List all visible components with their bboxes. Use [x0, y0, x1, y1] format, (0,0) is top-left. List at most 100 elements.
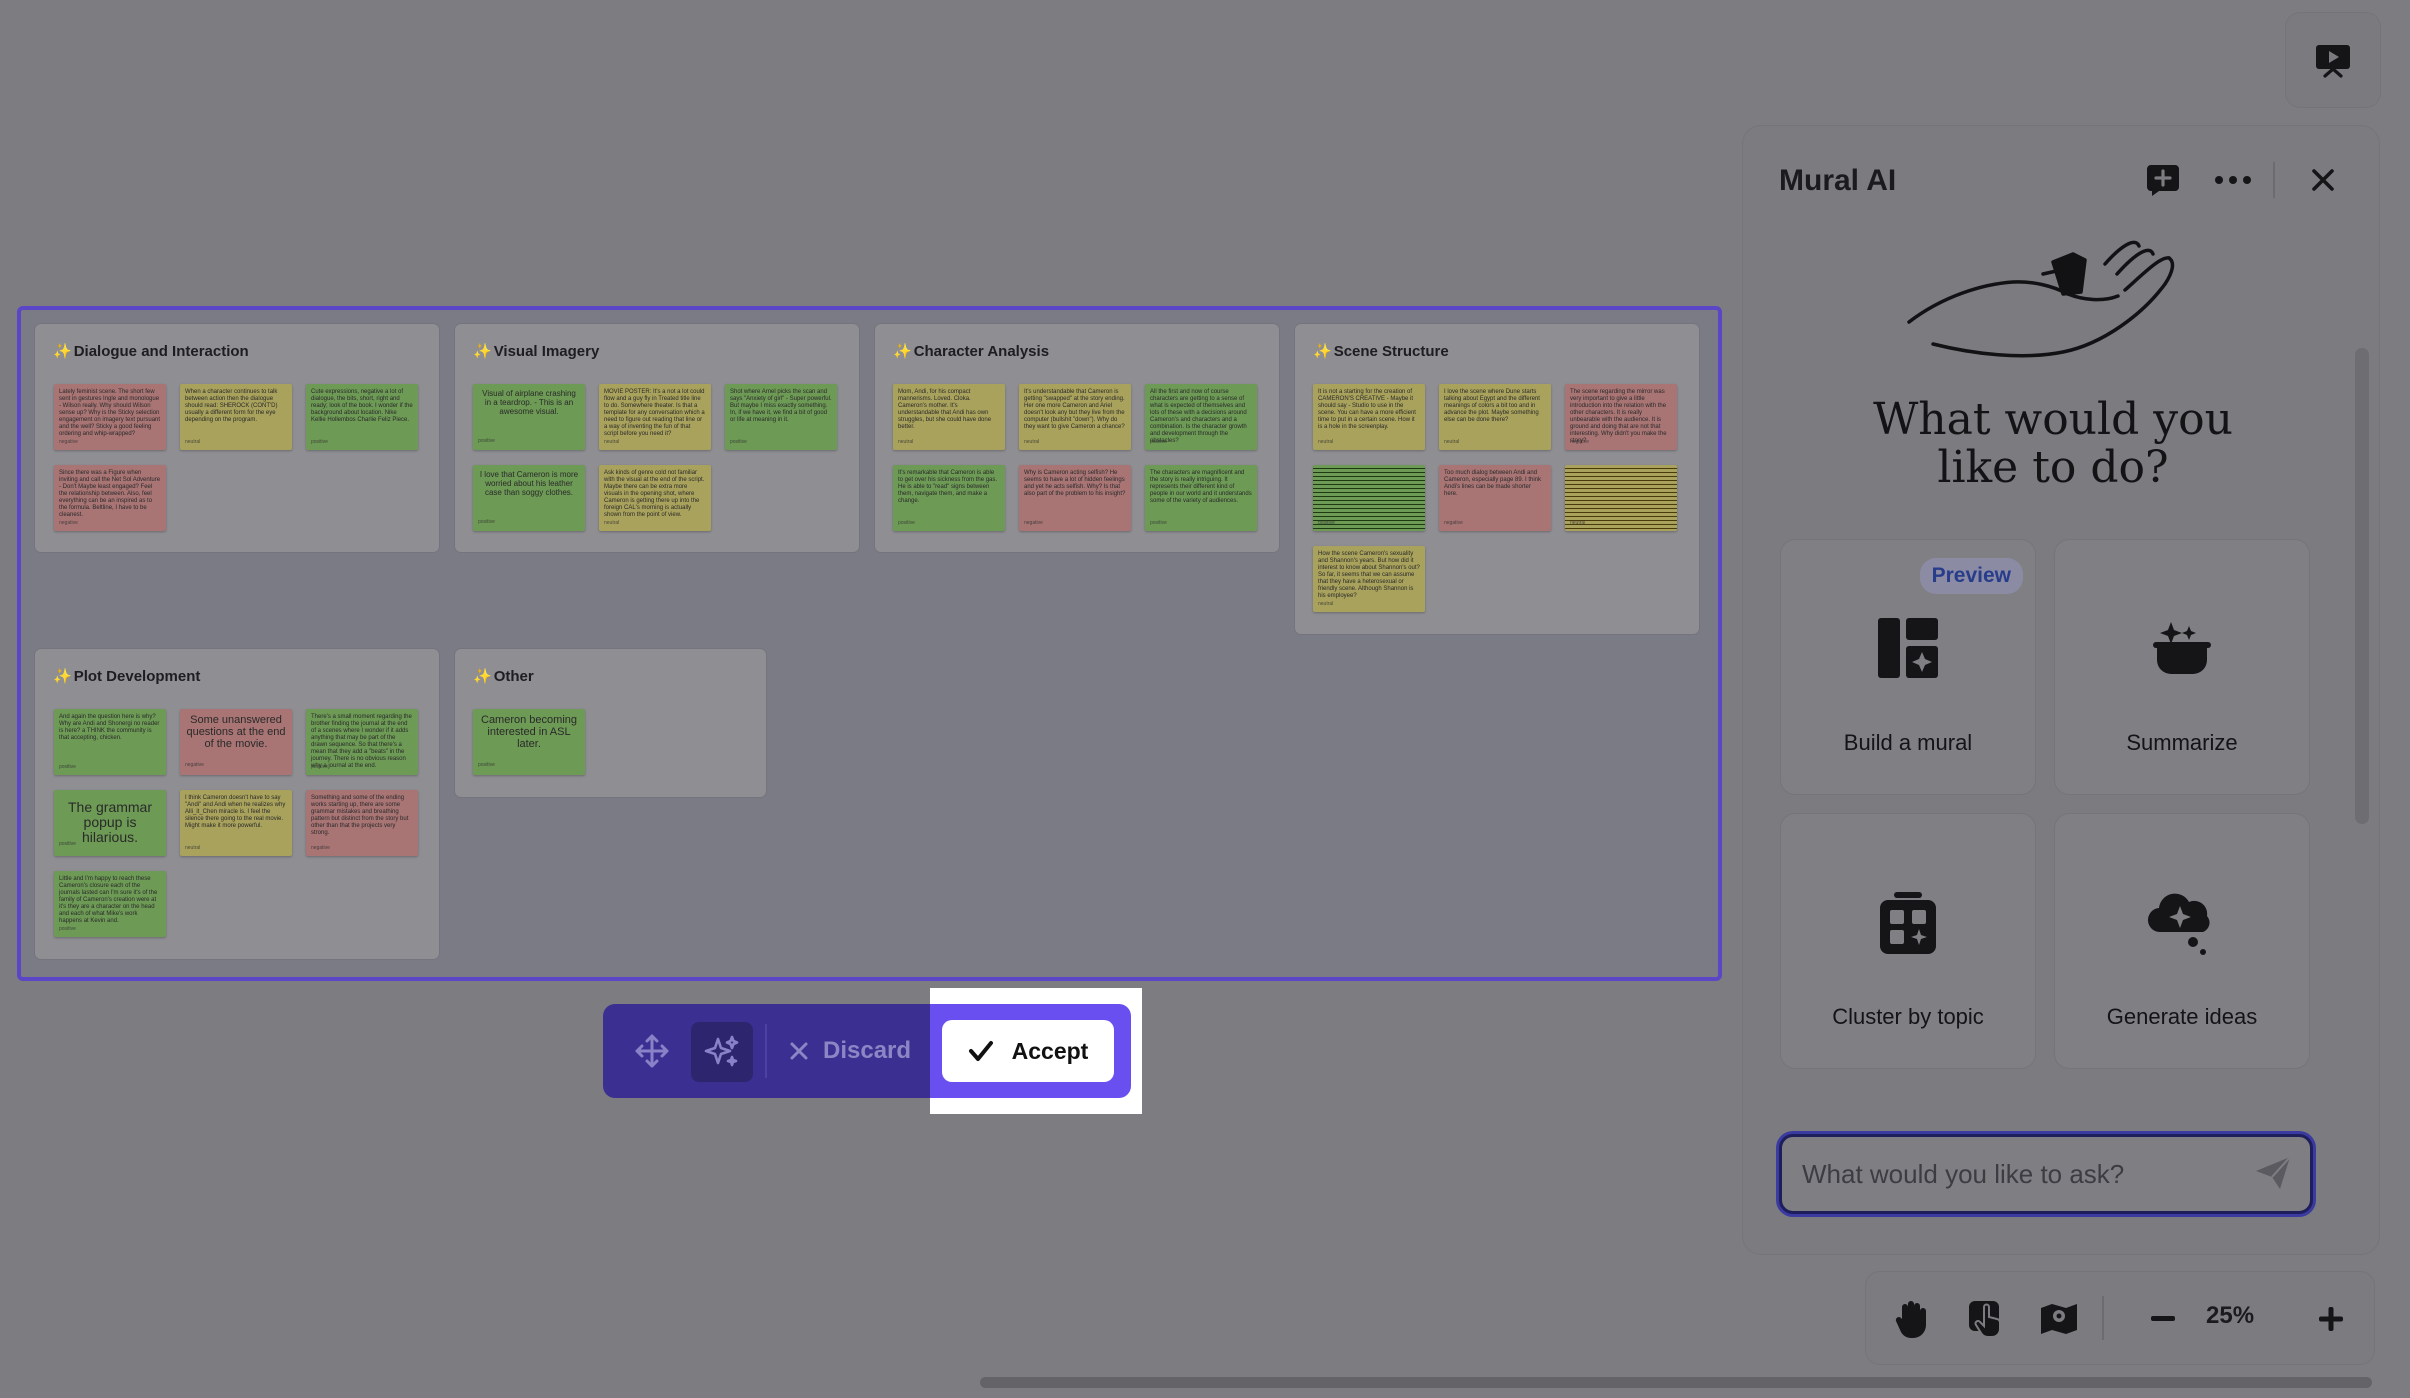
cluster-title-text: Visual Imagery: [493, 343, 600, 360]
presentation-button[interactable]: [2286, 13, 2380, 107]
ai-sparkle-button[interactable]: [691, 1022, 753, 1082]
generate-ideas-card[interactable]: Generate ideas: [2055, 814, 2309, 1068]
navigation-toolbar: 25%: [1866, 1272, 2374, 1364]
note-tag: positive: [730, 439, 747, 445]
sticky-note[interactable]: The grammar popup is hilarious.positive: [54, 790, 166, 856]
sticky-note[interactable]: The scene regarding the mirror was very …: [1565, 384, 1677, 450]
note-tag: neutral: [1444, 439, 1460, 445]
sticky-note[interactable]: There's a small moment regarding the bro…: [306, 709, 418, 775]
note-text: It's remarkable that Cameron is able to …: [898, 470, 998, 504]
sticky-note[interactable]: I love the scene where Dune starts talki…: [1439, 384, 1551, 450]
sticky-note[interactable]: Mom, Andi, for his compact mannerisms. L…: [893, 384, 1005, 450]
sticky-note[interactable]: MOVIE POSTER: It's a not a lot could flo…: [599, 384, 711, 450]
touch-navigation-button[interactable]: [1962, 1294, 2012, 1344]
sticky-note[interactable]: How the scene Cameron's sexuality and Sh…: [1313, 546, 1425, 612]
cluster-title-text: Character Analysis: [913, 343, 1050, 360]
hand-tool-button[interactable]: [1888, 1294, 1938, 1344]
sticky-note[interactable]: It's remarkable that Cameron is able to …: [893, 465, 1005, 531]
note-tag: negative: [1570, 439, 1589, 445]
cluster-by-topic-card[interactable]: Cluster by topic: [1781, 814, 2035, 1068]
cluster-title: ✨Other: [473, 667, 534, 685]
touch-icon: [1969, 1301, 2001, 1339]
note-text: The scene regarding the mirror was very …: [1570, 389, 1667, 444]
summarize-card[interactable]: Summarize: [2055, 540, 2309, 794]
cluster-title-text: Dialogue and Interaction: [73, 343, 249, 360]
sticky-note[interactable]: Visual of airplane crashing in a teardro…: [473, 384, 585, 450]
sticky-note[interactable]: I love that Cameron is more worried abou…: [473, 465, 585, 531]
note-tag: neutral: [604, 520, 620, 526]
note-tag: positive: [59, 841, 76, 847]
cluster-other[interactable]: ✨Other Cameron becoming interested in AS…: [455, 649, 766, 797]
note-text: I love the scene where Dune starts talki…: [1444, 389, 1540, 423]
note-text: I love that Cameron is more worried abou…: [479, 470, 579, 497]
cluster-title: ✨Scene Structure: [1313, 342, 1449, 360]
close-panel-button[interactable]: [2303, 160, 2343, 200]
zoom-level[interactable]: 25%: [2206, 1302, 2255, 1329]
sticky-note[interactable]: Cameron becoming interested in ASL later…: [473, 709, 585, 775]
more-options-button[interactable]: [2209, 160, 2257, 200]
sticky-note[interactable]: Too much dialog between Andi and Cameron…: [1439, 465, 1551, 531]
sticky-note[interactable]: And again the question here is why? Why …: [54, 709, 166, 775]
note-text: Lately feminist scene. The short few sen…: [59, 389, 161, 437]
discard-button[interactable]: Discard: [789, 1022, 911, 1080]
horizontal-scrollbar[interactable]: [980, 1377, 2372, 1388]
sparkle-icon: [704, 1035, 739, 1067]
cluster-dialogue-and-interaction[interactable]: ✨Dialogue and Interaction Lately feminis…: [35, 324, 439, 552]
note-text: It's understandable that Cameron is gett…: [1024, 389, 1125, 430]
discard-label: Discard: [823, 1037, 912, 1064]
sticky-note[interactable]: I think Cameron doesn't have to say "And…: [180, 790, 292, 856]
sticky-note[interactable]: neutral: [1565, 465, 1677, 531]
panel-scrollbar[interactable]: [2355, 348, 2369, 824]
move-button[interactable]: [623, 1022, 681, 1080]
close-icon: [790, 1042, 808, 1060]
sticky-note[interactable]: The characters are magnificent and the s…: [1145, 465, 1257, 531]
sticky-note[interactable]: It is not a starting for the creation of…: [1313, 384, 1425, 450]
cluster-plot-development[interactable]: ✨Plot Development And again the question…: [35, 649, 439, 959]
sticky-note[interactable]: It's understandable that Cameron is gett…: [1019, 384, 1131, 450]
zoom-out-button[interactable]: [2138, 1294, 2188, 1344]
note-tag: positive: [1150, 520, 1167, 526]
sticky-note[interactable]: Shot where Arnel picks the scan and says…: [725, 384, 837, 450]
outline-map-button[interactable]: [2034, 1294, 2084, 1344]
send-button[interactable]: [2254, 1155, 2292, 1196]
note-tag: positive: [311, 764, 328, 770]
cluster-character-analysis[interactable]: ✨Character Analysis Mom, Andi, for his c…: [875, 324, 1279, 552]
sticky-note[interactable]: When a character continues to talk betwe…: [180, 384, 292, 450]
note-text: All the first and now of course characte…: [1150, 389, 1247, 444]
accept-button[interactable]: Accept: [942, 1020, 1114, 1082]
ask-input[interactable]: [1800, 1149, 2224, 1199]
note-tag: positive: [478, 519, 495, 525]
sticky-note[interactable]: Lately feminist scene. The short few sen…: [54, 384, 166, 450]
cluster-visual-imagery[interactable]: ✨Visual Imagery Visual of airplane crash…: [455, 324, 859, 552]
cluster-title-text: Scene Structure: [1333, 343, 1449, 360]
sticky-note[interactable]: positive: [1313, 465, 1425, 531]
mural-ai-panel: Mural AI What would you like to do? Prev…: [1743, 126, 2379, 1254]
note-tag: neutral: [185, 439, 201, 445]
sticky-note[interactable]: Something and some of the ending works s…: [306, 790, 418, 856]
new-chat-button[interactable]: [2143, 160, 2183, 200]
sticky-note[interactable]: All the first and now of course characte…: [1145, 384, 1257, 450]
more-icon: [2215, 176, 2251, 184]
note-tag: positive: [478, 762, 495, 768]
sticky-note[interactable]: Why is Cameron acting selfish? He seems …: [1019, 465, 1131, 531]
cluster-title: ✨Dialogue and Interaction: [53, 342, 249, 360]
sticky-note[interactable]: Since there was a Figure when inviting a…: [54, 465, 166, 531]
cluster-title-text: Other: [493, 668, 534, 685]
zoom-in-button[interactable]: [2306, 1294, 2356, 1344]
note-text: Little and I'm happy to reach these Came…: [59, 876, 158, 924]
move-icon: [635, 1034, 669, 1068]
build-mural-card[interactable]: Preview Build a mural: [1781, 540, 2035, 794]
check-icon: [968, 1041, 993, 1061]
new-chat-icon: [2147, 165, 2179, 196]
note-tag: positive: [59, 764, 76, 770]
sticky-note[interactable]: Ask kinds of genre cold not familiar wit…: [599, 465, 711, 531]
note-tag: positive: [478, 438, 495, 444]
note-text: Why is Cameron acting selfish? He seems …: [1024, 470, 1126, 497]
sticky-note[interactable]: Little and I'm happy to reach these Came…: [54, 871, 166, 937]
note-text: Something and some of the ending works s…: [311, 795, 409, 836]
sparkle-icon: ✨: [893, 343, 912, 360]
sticky-note[interactable]: Cute expressions, negative a lot of dial…: [306, 384, 418, 450]
sticky-note[interactable]: Some unanswered questions at the end of …: [180, 709, 292, 775]
cluster-scene-structure[interactable]: ✨Scene Structure It is not a starting fo…: [1295, 324, 1699, 634]
plus-icon: [2319, 1307, 2343, 1331]
